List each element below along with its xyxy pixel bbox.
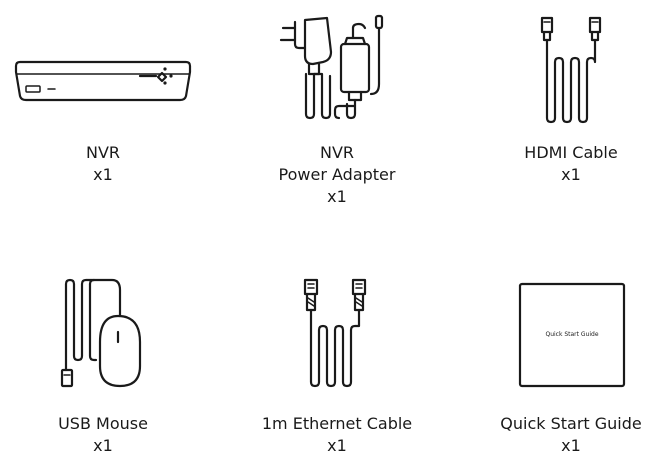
item-quantity: x1 [561, 436, 581, 455]
item-label: USB Mouse x1 [58, 413, 148, 457]
power-adapter-icon [279, 14, 384, 120]
item-name: 1m Ethernet Cable [261, 414, 413, 433]
hdmi-cable-icon [540, 16, 602, 124]
item-name: USB Mouse [58, 414, 148, 433]
nvr-icon [14, 60, 192, 102]
item-quantity: x1 [93, 165, 113, 184]
item-quantity: x1 [93, 436, 113, 455]
item-label: NVR Power Adapter x1 [279, 142, 396, 208]
item-label: HDMI Cable x1 [524, 142, 617, 186]
item-name: Quick Start Guide [500, 414, 642, 433]
guide-cover-text: Quick Start Guide [545, 331, 598, 338]
item-name: NVR [319, 143, 355, 162]
item-quantity: x1 [327, 436, 347, 455]
item-name-line-2: Power Adapter [278, 165, 396, 184]
quick-start-guide-icon: Quick Start Guide [518, 282, 626, 388]
item-quantity: x1 [561, 165, 581, 184]
ethernet-cable-icon [303, 278, 367, 388]
usb-mouse-icon [60, 278, 142, 388]
item-name: HDMI Cable [524, 143, 618, 162]
item-name: NVR [85, 143, 121, 162]
item-label: Quick Start Guide x1 [500, 413, 641, 457]
item-quantity: x1 [327, 187, 347, 206]
item-label: NVR x1 [86, 142, 120, 186]
item-label: 1m Ethernet Cable x1 [262, 413, 412, 457]
